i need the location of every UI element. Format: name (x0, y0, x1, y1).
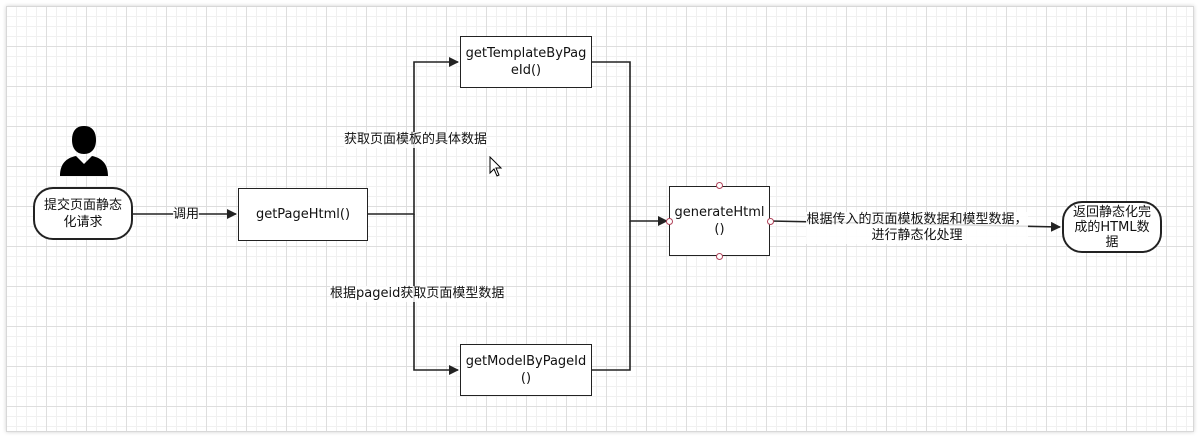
get-template-node[interactable]: getTemplateByPageId() (460, 36, 592, 88)
connection-handle-bottom[interactable] (716, 253, 723, 260)
get-page-html-node[interactable]: getPageHtml() (238, 188, 368, 241)
edge-label-template-data: 获取页面模板的具体数据 (344, 132, 488, 148)
mouse-pointer-icon (489, 156, 503, 177)
connection-handle-top[interactable] (716, 182, 723, 189)
edge-model-to-generate (592, 221, 631, 371)
connection-handle-left[interactable] (666, 218, 673, 225)
request-node[interactable]: 提交页面静态化请求 (33, 187, 133, 240)
connection-handle-right[interactable] (767, 218, 774, 225)
get-model-node[interactable]: getModelByPageId() (460, 344, 592, 396)
edge-label-process-line2: 进行静态化处理 (871, 228, 963, 243)
edge-label-invoke: 调用 (173, 207, 200, 223)
edge-label-process-line1: 根据传入的页面模板数据和模型数据， (806, 212, 1028, 227)
edge-label-process: 根据传入的页面模板数据和模型数据， 进行静态化处理 (806, 212, 1028, 244)
edge-getpagehtml-to-model (413, 214, 459, 375)
edge-label-model-data: 根据pageid获取页面模型数据 (330, 286, 505, 302)
edge-template-to-generate (592, 61, 668, 226)
user-silhouette-icon (60, 126, 108, 176)
generate-html-node[interactable]: generateHtml() (669, 186, 770, 256)
result-node[interactable]: 返回静态化完成的HTML数据 (1062, 201, 1162, 253)
